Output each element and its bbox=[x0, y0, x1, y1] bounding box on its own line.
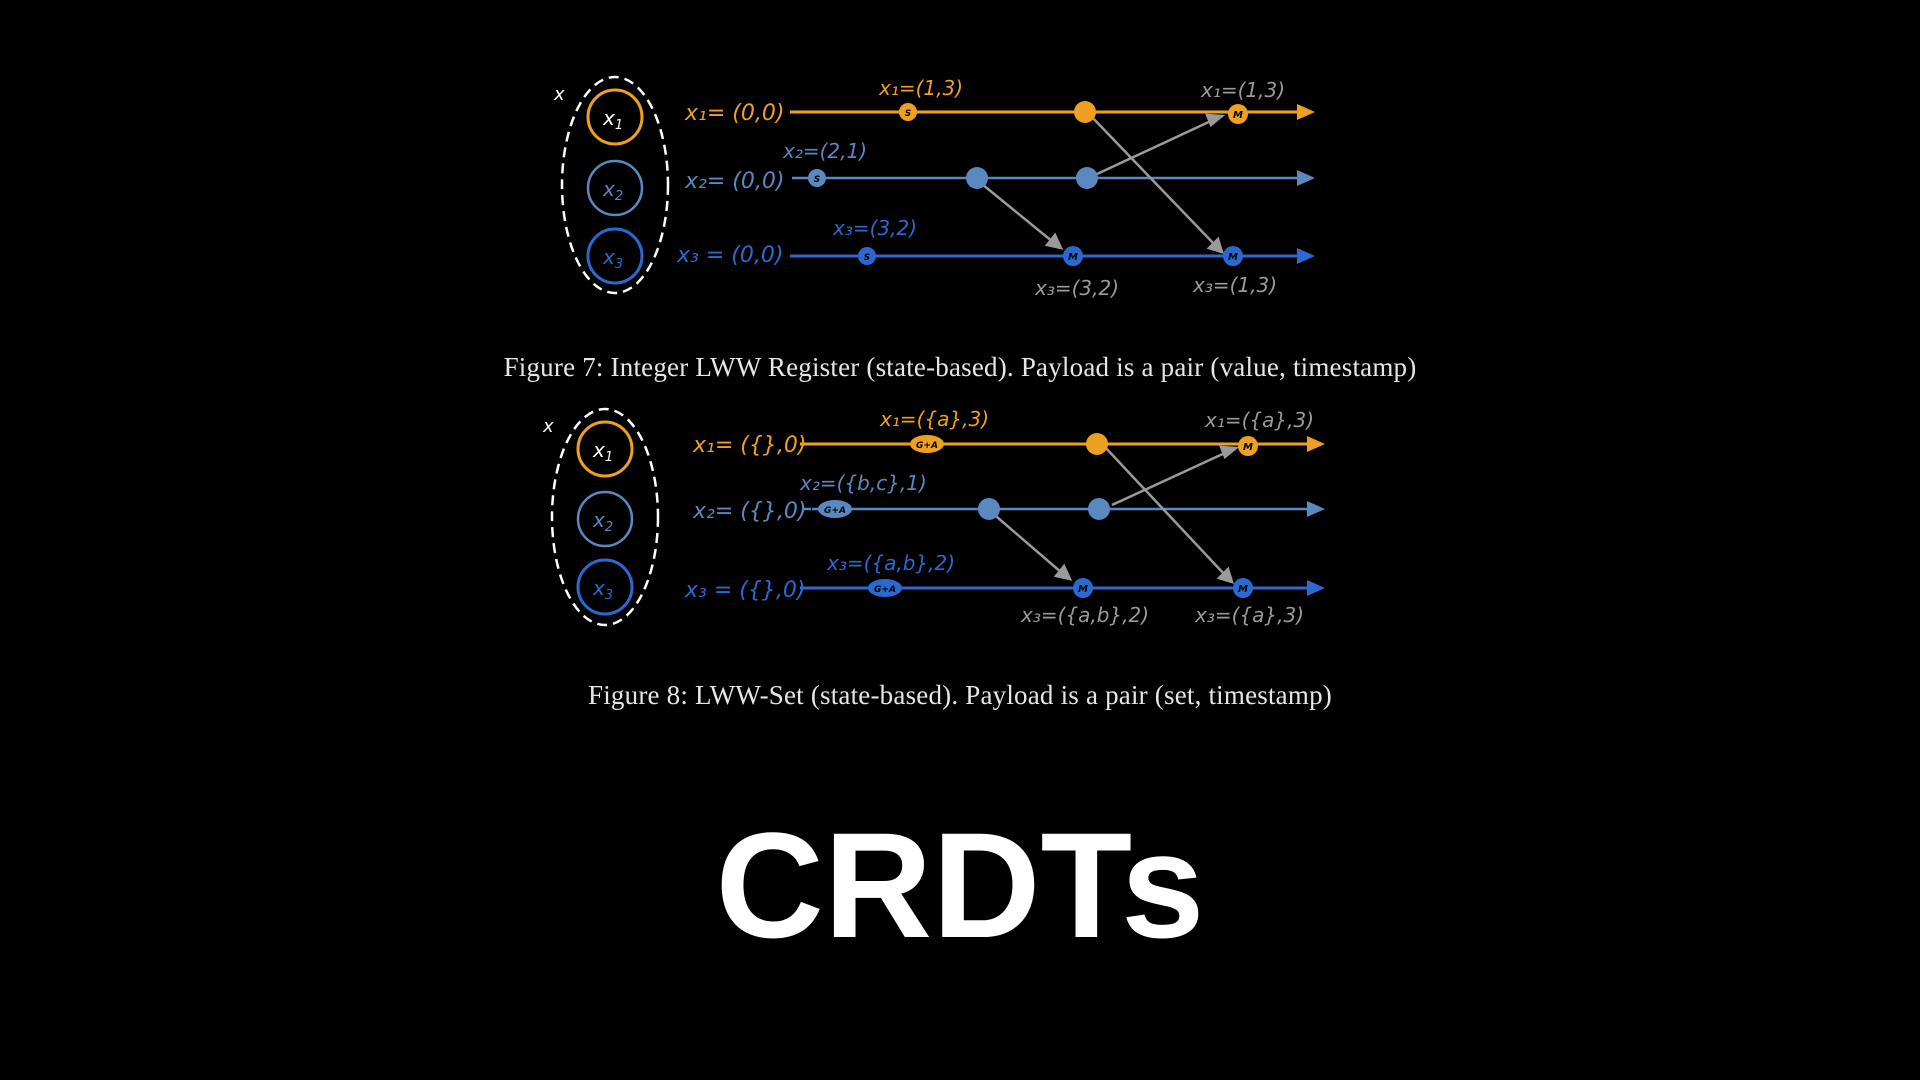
set-label: x bbox=[553, 84, 565, 105]
init-x2: x₂= ({},0) bbox=[692, 499, 806, 524]
merge-marker-label-x3b: M bbox=[1238, 584, 1248, 595]
merge-marker-x1 bbox=[1228, 104, 1248, 124]
figure-8-caption: Figure 8: LWW-Set (state-based). Payload… bbox=[588, 680, 1332, 710]
init-x3: x₃ = ({},0) bbox=[684, 578, 805, 603]
replica-circle-x1 bbox=[576, 420, 634, 478]
merge-label-x3b: x₃=({a},3) bbox=[1194, 603, 1304, 627]
op-marker-label-x3: G+A bbox=[874, 585, 896, 595]
op-marker-label-x2: S bbox=[814, 175, 820, 185]
op-marker-label-x3: S bbox=[864, 253, 870, 263]
merge-marker-x3b bbox=[1233, 578, 1253, 598]
timeline-arrow-x2 bbox=[1297, 170, 1315, 186]
replica-circle-x3 bbox=[576, 558, 634, 616]
send-point-x2a bbox=[966, 167, 988, 189]
update-label-x1: x₁=(1,3) bbox=[878, 76, 963, 100]
timeline-arrow-x2 bbox=[1307, 501, 1325, 517]
update-label-x1: x₁=({a},3) bbox=[879, 407, 989, 431]
merge-marker-label-x3a: M bbox=[1068, 252, 1078, 263]
update-label-x2: x₂=(2,1) bbox=[782, 139, 867, 163]
merge-marker-label-x1: M bbox=[1233, 110, 1243, 121]
merge-marker-x3a bbox=[1063, 246, 1083, 266]
timeline-arrow-x1 bbox=[1297, 104, 1315, 120]
replica-circle-x2 bbox=[586, 159, 644, 217]
timeline-arrow-x1 bbox=[1307, 436, 1325, 452]
replica-label-x3: x3 bbox=[592, 576, 613, 603]
op-marker-label-x1: S bbox=[905, 109, 911, 119]
init-x2: x₂= (0,0) bbox=[684, 169, 784, 194]
op-marker-label-x2: G+A bbox=[824, 506, 846, 516]
merge-messages bbox=[989, 445, 1240, 584]
op-marker-x3 bbox=[868, 579, 902, 597]
merge-marker-label-x3a: M bbox=[1078, 584, 1088, 595]
merge-label-x3a: x₃=(3,2) bbox=[1034, 276, 1119, 300]
figure-7-diagram: x x1 x2 x3 x₁= (0,0) x₂= (0,0) x₃ = (0,0… bbox=[553, 75, 1315, 300]
replica-circle-x3 bbox=[586, 227, 644, 285]
update-label-x3: x₃=(3,2) bbox=[832, 216, 917, 240]
replica-circle-x1 bbox=[586, 88, 644, 146]
send-point-x2a bbox=[978, 498, 1000, 520]
replica-label-x2: x2 bbox=[602, 177, 623, 204]
replica-label-x3: x3 bbox=[602, 245, 623, 272]
op-marker-x1 bbox=[910, 435, 944, 453]
merge-marker-label-x1: M bbox=[1243, 442, 1253, 453]
set-label: x bbox=[542, 416, 554, 437]
update-label-x3: x₃=({a,b},2) bbox=[826, 551, 955, 575]
figure-8-diagram: x x1 x2 x3 x₁= ({},0) x₂= ({},0) x₃ = ({… bbox=[542, 407, 1325, 627]
replica-set-ellipse bbox=[550, 407, 660, 627]
send-point-x2b bbox=[1076, 167, 1098, 189]
init-x3: x₃ = (0,0) bbox=[676, 243, 783, 268]
slide-title: CRDTs bbox=[715, 801, 1205, 969]
op-marker-x2 bbox=[808, 169, 826, 187]
timeline-arrow-x3 bbox=[1307, 580, 1325, 596]
op-marker-x2 bbox=[818, 500, 852, 518]
merge-label-x3b: x₃=(1,3) bbox=[1192, 273, 1277, 297]
merge-marker-x3b bbox=[1223, 246, 1243, 266]
op-marker-x3 bbox=[858, 247, 876, 265]
merge-marker-x1 bbox=[1238, 436, 1258, 456]
replica-set-ellipse bbox=[560, 75, 670, 295]
timeline-arrow-x3 bbox=[1297, 248, 1315, 264]
init-x1: x₁= (0,0) bbox=[684, 101, 784, 126]
merge-label-top: x₁=({a},3) bbox=[1204, 408, 1314, 432]
merge-marker-x3a bbox=[1073, 578, 1093, 598]
send-point-x1 bbox=[1086, 433, 1108, 455]
replica-label-x1: x1 bbox=[592, 438, 613, 465]
send-point-x2b bbox=[1088, 498, 1110, 520]
op-marker-x1 bbox=[899, 103, 917, 121]
replica-label-x1: x1 bbox=[602, 106, 623, 133]
send-point-x1 bbox=[1074, 101, 1096, 123]
replica-circle-x2 bbox=[576, 490, 634, 548]
op-marker-label-x1: G+A bbox=[916, 441, 938, 451]
figure-7-caption: Figure 7: Integer LWW Register (state-ba… bbox=[503, 352, 1417, 382]
init-x1: x₁= ({},0) bbox=[692, 433, 806, 458]
update-label-x2: x₂=({b,c},1) bbox=[799, 471, 927, 495]
merge-marker-label-x3b: M bbox=[1228, 252, 1238, 263]
replica-label-x2: x2 bbox=[592, 508, 613, 535]
merge-messages bbox=[976, 113, 1226, 254]
merge-label-top: x₁=(1,3) bbox=[1200, 78, 1285, 102]
merge-label-x3a: x₃=({a,b},2) bbox=[1020, 603, 1149, 627]
